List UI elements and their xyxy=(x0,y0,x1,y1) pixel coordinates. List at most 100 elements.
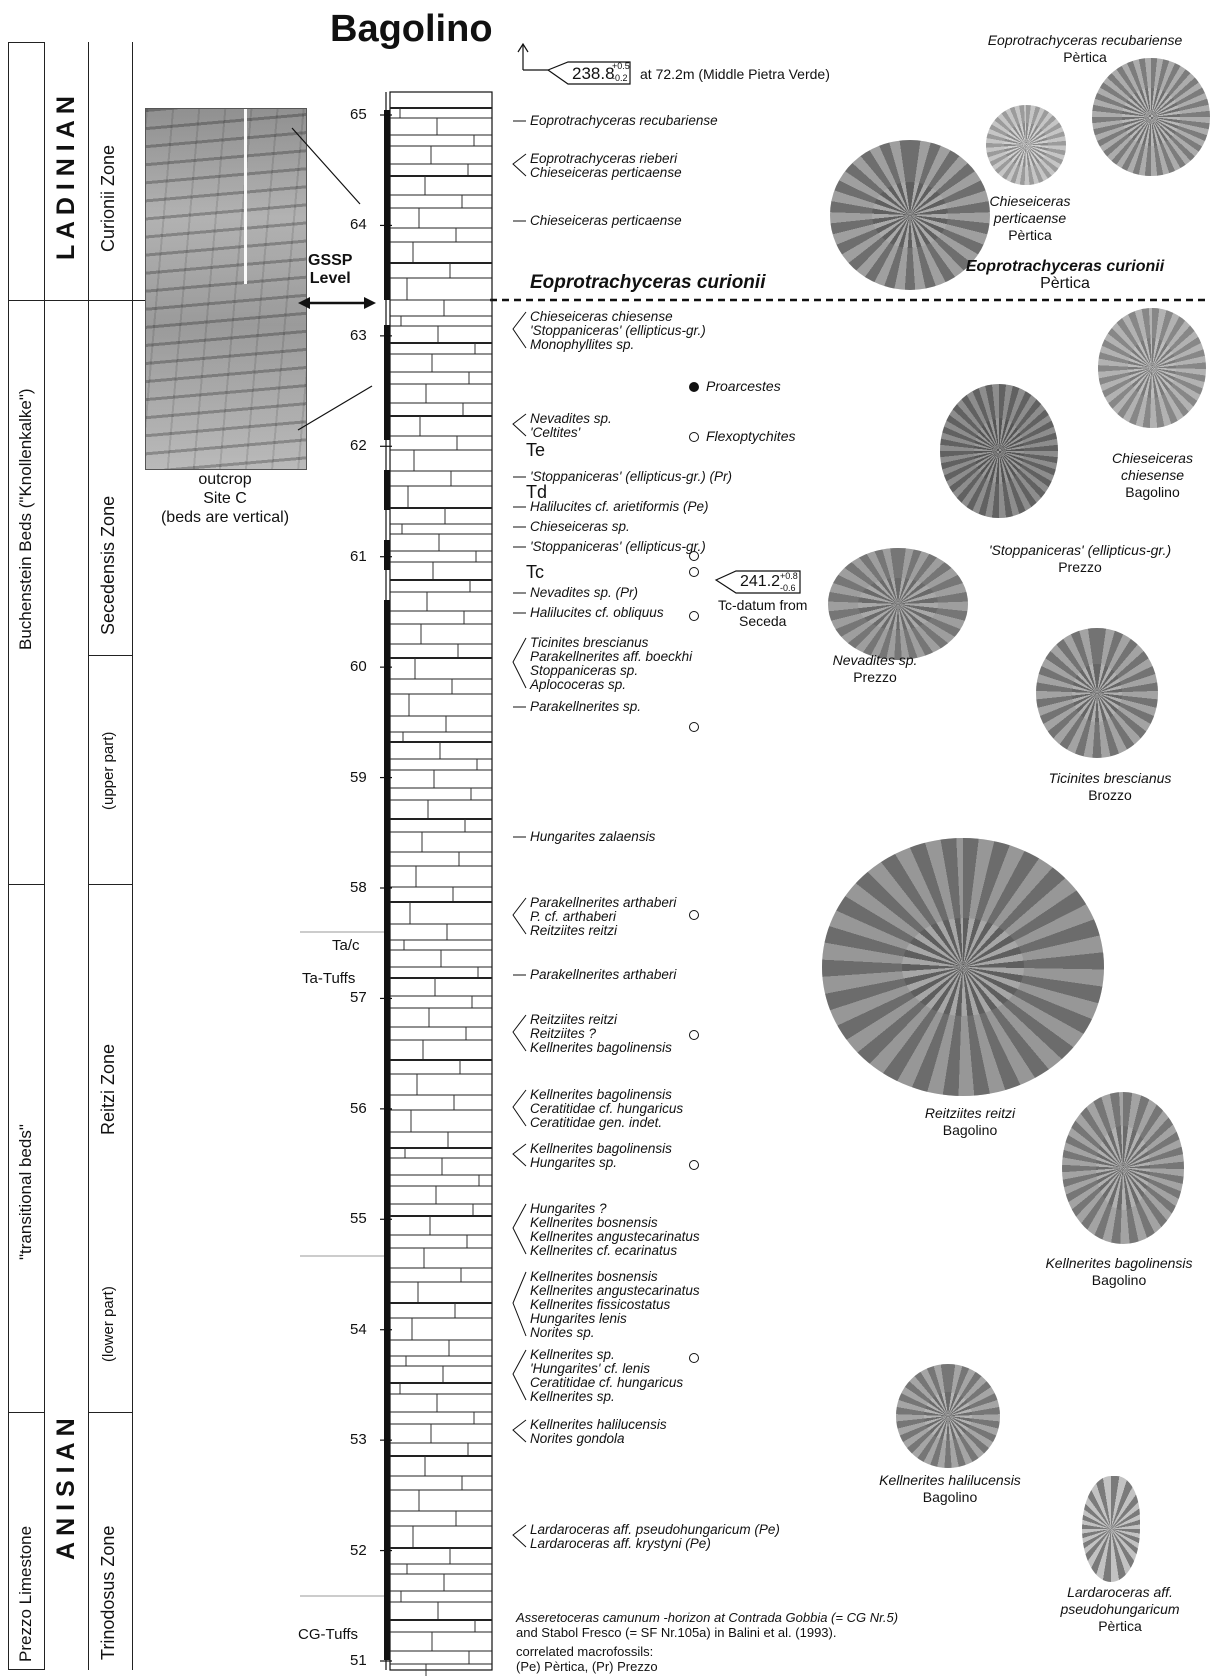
black-bar-segment xyxy=(384,110,390,300)
tuff-tc: Tc xyxy=(526,562,544,583)
flexoptychites-occurrence xyxy=(689,611,699,621)
taxon-name: Hungarites zalaensis xyxy=(530,830,655,844)
fossil-stoppaniceras xyxy=(940,384,1058,518)
depth-tick-label: 52 xyxy=(350,1542,367,1559)
fossil-locality: Pèrtica xyxy=(1063,49,1107,65)
taxa-range-marker xyxy=(513,1272,526,1336)
depth-tick-label: 56 xyxy=(350,1100,367,1117)
footnote-line: and Stabol Fresco (= SF Nr.105a) in Bali… xyxy=(516,1625,956,1640)
taxon-name: Reitziites ? xyxy=(530,1027,672,1041)
taxon-name: Chieseiceras chiesense xyxy=(530,310,706,324)
fossil-locality: Pèrtica xyxy=(1098,1618,1142,1634)
taxa-range-marker xyxy=(513,1144,526,1166)
depth-tick-label: 65 xyxy=(350,106,367,123)
fossil-locality: Prezzo xyxy=(853,669,897,685)
taxon-name: Parakellnerites sp. xyxy=(530,700,641,714)
fossil-lardaroceras xyxy=(1082,1476,1140,1582)
taxa-range-marker xyxy=(513,638,526,688)
taxon-name: Halilucites cf. obliquus xyxy=(530,606,664,620)
taxa-range-marker xyxy=(513,898,526,934)
fossil-locality: Brozzo xyxy=(1088,787,1132,803)
taxa-group: Kellnerites halilucensisNorites gondola xyxy=(530,1418,667,1446)
date-top-text: at 72.2m (Middle Pietra Verde) xyxy=(640,66,830,82)
fossil-name: Kellnerites halilucensis xyxy=(879,1472,1021,1488)
taxon-name: Reitziites reitzi xyxy=(530,924,676,938)
taxon-name: Parakellnerites arthaberi xyxy=(530,896,676,910)
fossil-locality: Bagolino xyxy=(1125,484,1180,500)
fossil-locality: Pèrtica xyxy=(1040,275,1090,292)
taxon-name: Hungarites lenis xyxy=(530,1312,700,1326)
taxon-name: Ceratitidae gen. indet. xyxy=(530,1116,683,1130)
taxon-name: Monophyllites sp. xyxy=(530,338,706,352)
taxon-name: Hungarites sp. xyxy=(530,1156,672,1170)
taxa-range-marker xyxy=(513,1204,526,1254)
fossil-name: Chieseiceras chiesense xyxy=(1112,450,1193,483)
taxon-name: Kellnerites fissicostatus xyxy=(530,1298,700,1312)
taxa-group: 'Stoppaniceras' (ellipticus-gr.) (Pr) xyxy=(530,470,732,484)
fossil-name: Lardaroceras aff. pseudohungaricum xyxy=(1060,1584,1179,1617)
taxon-name: Eoprotrachyceras recubariense xyxy=(530,114,718,128)
fossil-name: Chieseiceras perticaense xyxy=(990,193,1071,226)
taxa-group: Eoprotrachyceras recubariense xyxy=(530,114,718,128)
black-bar-segment xyxy=(384,540,390,570)
taxon-name: Chieseiceras perticaense xyxy=(530,166,682,180)
taxon-name: Kellnerites sp. xyxy=(530,1390,683,1404)
depth-tick-label: 55 xyxy=(350,1210,367,1227)
fossil-name: Nevadites sp. xyxy=(833,652,918,668)
fossil-nevadites xyxy=(828,548,968,660)
date-tc-note: Tc-datum from xyxy=(718,597,807,613)
fossil-kellnerites-bagolinensis xyxy=(1062,1092,1184,1244)
flexoptychites-occurrence xyxy=(689,567,699,577)
black-bar-segment xyxy=(384,600,390,1660)
taxon-name: Ceratitidae cf. hungaricus xyxy=(530,1376,683,1390)
taxa-group: Ticinites brescianusParakellnerites aff.… xyxy=(530,636,692,692)
taxon-name: Kellnerites bosnensis xyxy=(530,1216,700,1230)
depth-tick-label: 64 xyxy=(350,216,367,233)
taxa-range-marker xyxy=(513,1015,526,1051)
taxa-group: Parakellnerites arthaberiP. cf. arthaber… xyxy=(530,896,676,938)
depth-tick-label: 51 xyxy=(350,1652,367,1669)
flexoptychites-occurrence xyxy=(689,1160,699,1170)
flexoptychites-occurrence xyxy=(689,722,699,732)
fossil-ticinites-brescianus xyxy=(1036,628,1158,758)
fossil-locality: Pèrtica xyxy=(1008,227,1052,243)
tuff-te: Te xyxy=(526,440,545,461)
date-top-age: 238.8 xyxy=(572,64,615,84)
taxa-group: Lardaroceras aff. pseudohungaricum (Pe)L… xyxy=(530,1523,780,1551)
taxa-group: 'Stoppaniceras' (ellipticus-gr.) xyxy=(530,540,706,554)
fossil-name: Reitziites reitzi xyxy=(925,1105,1015,1121)
fossil-name: 'Stoppaniceras' (ellipticus-gr.) xyxy=(989,542,1171,558)
flexoptychites-occurrence xyxy=(689,1030,699,1040)
taxon-name: Halilucites cf. arietiformis (Pe) xyxy=(530,500,709,514)
depth-tick-label: 53 xyxy=(350,1431,367,1448)
taxon-name: Stoppaniceras sp. xyxy=(530,664,692,678)
flexoptychites-occurrence xyxy=(689,910,699,920)
taxon-name: Kellnerites sp. xyxy=(530,1348,683,1362)
fossil-name: Eoprotrachyceras recubariense xyxy=(988,32,1183,48)
taxa-group: Chieseiceras chiesense'Stoppaniceras' (e… xyxy=(530,310,706,352)
taxon-name: 'Celtites' xyxy=(530,426,612,440)
footnote-line: Asseretoceras camunum -horizon at Contra… xyxy=(516,1610,956,1625)
proarcestes-symbol xyxy=(689,382,699,392)
fossil-eoprotrachyceras-recubariense xyxy=(1092,58,1210,176)
black-bar-segment xyxy=(384,325,390,440)
taxon-name: Chieseiceras perticaense xyxy=(530,214,682,228)
taxon-name: Nevadites sp. (Pr) xyxy=(530,586,638,600)
depth-tick-label: 54 xyxy=(350,1321,367,1338)
taxon-name: Kellnerites halilucensis xyxy=(530,1418,667,1432)
date-tc-note: Seceda xyxy=(718,613,807,629)
taxa-range-marker xyxy=(513,154,526,176)
boundary-taxon: Eoprotrachyceras curionii xyxy=(530,272,765,294)
taxa-group: Chieseiceras perticaense xyxy=(530,214,682,228)
taxon-name: Hungarites ? xyxy=(530,1202,700,1216)
taxon-name: 'Hungarites' cf. lenis xyxy=(530,1362,683,1376)
taxa-group: Halilucites cf. obliquus xyxy=(530,606,664,620)
taxa-group: Kellnerites bagolinensisCeratitidae cf. … xyxy=(530,1088,683,1130)
flexoptychites-occurrence xyxy=(689,1353,699,1363)
fossil-name: Ticinites brescianus xyxy=(1049,770,1172,786)
taxon-name: Eoprotrachyceras rieberi xyxy=(530,152,682,166)
taxon-name: Reitziites reitzi xyxy=(530,1013,672,1027)
